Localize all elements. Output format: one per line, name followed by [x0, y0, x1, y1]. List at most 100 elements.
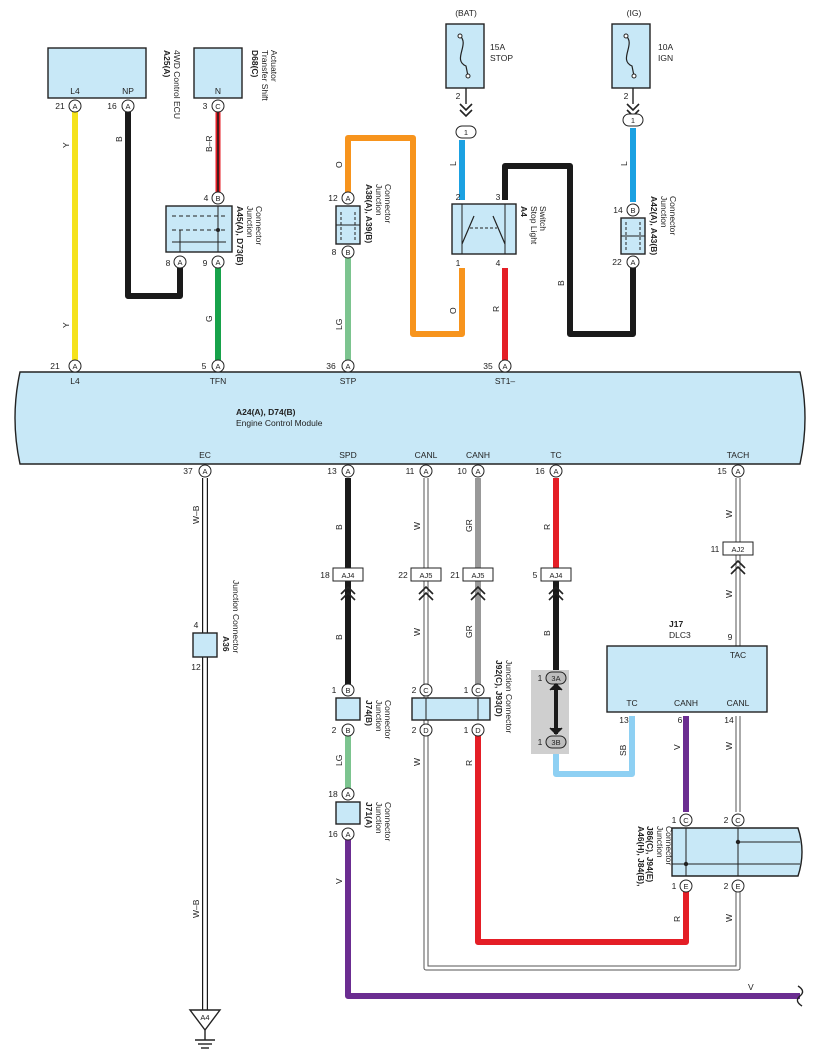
svg-text:V: V	[748, 982, 754, 992]
svg-text:Stop Light: Stop Light	[529, 206, 539, 245]
svg-text:W–B: W–B	[191, 899, 201, 918]
svg-text:R: R	[542, 524, 552, 530]
svg-text:A: A	[423, 467, 428, 476]
svg-text:B: B	[345, 726, 350, 735]
svg-text:3: 3	[496, 192, 501, 202]
svg-text:C: C	[215, 102, 221, 111]
svg-text:B: B	[215, 194, 220, 203]
ecm-top-pin-l4: 21 A L4	[50, 359, 82, 386]
svg-text:A: A	[215, 362, 220, 371]
svg-text:(BAT): (BAT)	[455, 8, 477, 18]
svg-text:Junction Connector: Junction Connector	[504, 660, 514, 733]
fuse-ign: (IG) 10A IGN 2 1	[611, 8, 673, 127]
svg-text:12: 12	[328, 193, 338, 203]
svg-text:TC: TC	[626, 698, 637, 708]
svg-text:A: A	[345, 830, 350, 839]
svg-text:CANH: CANH	[674, 698, 698, 708]
ecm-top-pin-st1: 35 A ST1–	[483, 359, 516, 386]
svg-text:L: L	[619, 161, 629, 166]
svg-text:2: 2	[456, 192, 461, 202]
svg-text:W: W	[724, 742, 734, 750]
svg-text:TFN: TFN	[210, 376, 227, 386]
svg-text:16: 16	[535, 466, 545, 476]
svg-text:A: A	[502, 362, 507, 371]
svg-text:3B: 3B	[551, 738, 560, 747]
svg-text:TACH: TACH	[727, 450, 750, 460]
svg-text:A: A	[345, 194, 350, 203]
svg-text:Junction Connector: Junction Connector	[231, 580, 241, 653]
svg-text:J71(A): J71(A)	[364, 802, 374, 828]
svg-text:1: 1	[456, 258, 461, 268]
wire-purple-bottom	[345, 838, 800, 999]
fuse-stop: (BAT) 15A STOP 2 1	[445, 8, 513, 139]
svg-text:A: A	[125, 102, 130, 111]
svg-text:4: 4	[496, 258, 501, 268]
svg-text:B: B	[334, 634, 344, 640]
junction-j92: 2 C 1 C 2 D 1 D J92(C), J93(D) Junction …	[411, 660, 514, 737]
junction-a36: 4 12 A36 Junction Connector	[191, 580, 241, 672]
svg-text:L: L	[448, 161, 458, 166]
svg-text:Actuator: Actuator	[269, 50, 279, 82]
svg-text:E: E	[683, 882, 688, 891]
wire-skyblue-tc	[553, 716, 635, 777]
svg-text:B: B	[542, 630, 552, 636]
svg-text:1: 1	[672, 815, 677, 825]
svg-text:O: O	[334, 161, 344, 168]
ecm-code: A24(A), D74(B)	[236, 407, 296, 417]
svg-text:Connector: Connector	[664, 826, 674, 865]
svg-text:ST1–: ST1–	[495, 376, 516, 386]
svg-text:TC: TC	[550, 450, 561, 460]
junction-a45: 4 B 8 A 9 A A45(A), D73(B) Junction Conn…	[165, 191, 264, 269]
svg-text:A: A	[345, 467, 350, 476]
svg-text:C: C	[423, 686, 429, 695]
svg-text:N: N	[215, 86, 221, 96]
svg-text:1: 1	[464, 128, 468, 137]
svg-text:A38(A), A39(B): A38(A), A39(B)	[364, 184, 374, 243]
svg-text:4: 4	[194, 620, 199, 630]
svg-text:10A: 10A	[658, 42, 673, 52]
svg-text:21: 21	[450, 570, 460, 580]
stop-light-switch: 2 3 1 4 A4 Stop Light Switch	[451, 192, 548, 268]
svg-text:A: A	[177, 258, 182, 267]
svg-text:B: B	[114, 136, 124, 142]
svg-text:W: W	[724, 510, 734, 518]
svg-text:W: W	[412, 628, 422, 636]
wire-orange	[345, 135, 465, 337]
wire-white-canl	[423, 478, 741, 971]
svg-text:D: D	[423, 726, 429, 735]
svg-text:3: 3	[203, 101, 208, 111]
svg-text:A: A	[72, 102, 77, 111]
ecm-name: Engine Control Module	[236, 418, 323, 428]
svg-text:STOP: STOP	[490, 53, 513, 63]
svg-text:E: E	[735, 882, 740, 891]
svg-text:TAC: TAC	[730, 650, 746, 660]
svg-text:1: 1	[538, 737, 543, 747]
svg-text:Junction: Junction	[245, 206, 255, 238]
svg-text:IGN: IGN	[658, 53, 673, 63]
tc-joint: 1 3A 1 3B	[531, 670, 569, 754]
svg-text:13: 13	[619, 715, 629, 725]
svg-text:9: 9	[728, 632, 733, 642]
svg-text:2: 2	[624, 91, 629, 101]
svg-text:V: V	[334, 878, 344, 884]
svg-text:Connector: Connector	[383, 802, 393, 841]
svg-text:STP: STP	[340, 376, 357, 386]
svg-text:18: 18	[328, 789, 338, 799]
svg-text:36: 36	[326, 361, 336, 371]
svg-text:Y: Y	[61, 142, 71, 148]
svg-text:AJ5: AJ5	[472, 571, 485, 580]
svg-text:Y: Y	[61, 322, 71, 328]
wire-break-mark	[796, 985, 804, 1007]
svg-text:L4: L4	[70, 86, 80, 96]
ecm-bottom-pin-canh: CANH 10 A	[457, 450, 490, 478]
svg-text:B: B	[334, 524, 344, 530]
svg-text:J86(C), J94(E): J86(C), J94(E)	[645, 826, 655, 882]
svg-text:Junction: Junction	[374, 700, 384, 732]
aj-connector-2: 22 AJ5	[398, 567, 442, 601]
svg-text:LG: LG	[334, 319, 344, 330]
svg-text:J92(C), J93(D): J92(C), J93(D)	[494, 660, 504, 717]
svg-text:Connector: Connector	[254, 206, 264, 245]
transfer-shift-actuator: N 3 C D68(C) Transfer Shift Actuator	[193, 47, 279, 113]
svg-text:V: V	[672, 744, 682, 750]
